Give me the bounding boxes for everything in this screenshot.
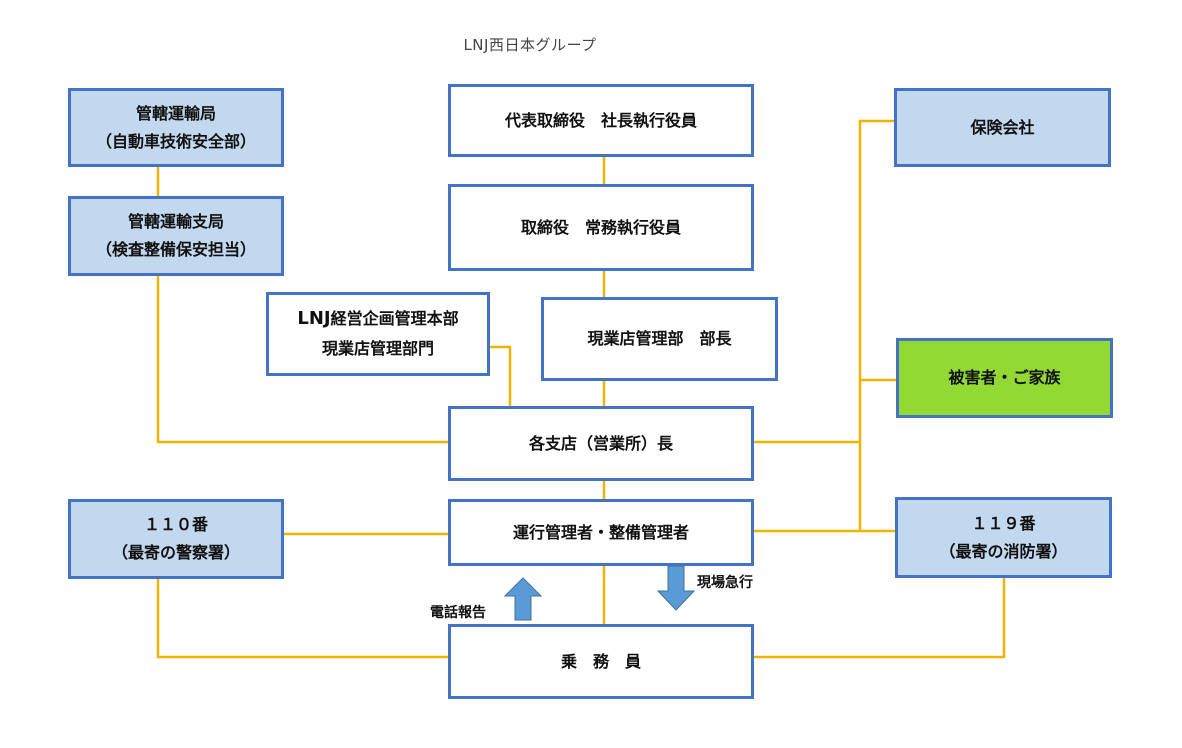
connector-branchoffice-branch (156, 275, 448, 444)
lnj-hq-line2: 現業店管理部門 (321, 339, 434, 358)
lnj-hq-box: LNJ経営企画管理本部 現業店管理部門 (266, 292, 490, 376)
connector-insurance-bus (858, 119, 895, 531)
director-label: 取締役 常務執行役員 (520, 217, 681, 237)
ceo-box: 代表取締役 社長執行役員 (448, 84, 754, 157)
insurance-label: 保険会社 (970, 117, 1035, 137)
fire-line1: １１９番 (971, 513, 1036, 533)
rush-label: 現場急行 (697, 575, 753, 591)
fire-box: １１９番 （最寄の消防署） (895, 497, 1112, 578)
fire-line2: （最寄の消防署） (939, 541, 1068, 561)
report-arrow-up (503, 577, 543, 621)
transport-branch-line1: 管轄運輸支局 (127, 212, 224, 231)
transport-branch-line2: （検査整備保安担当） (95, 240, 256, 259)
connector-hq-branch (489, 345, 512, 408)
insurance-box: 保険会社 (894, 88, 1111, 167)
ceo-label: 代表取締役 社長執行役員 (504, 110, 697, 130)
police-line2: （最寄の警察署） (111, 543, 240, 562)
lnj-hq-line1: LNJ経営企画管理本部 (297, 304, 458, 334)
connector-fire-crew (754, 577, 1006, 659)
crew-label: 乗 務 員 (560, 651, 641, 671)
director-box: 取締役 常務執行役員 (448, 184, 754, 271)
operations-box: 運行管理者・整備管理者 (448, 499, 754, 566)
transport-bureau-line1: 管轄運輸局 (135, 103, 216, 123)
police-box: １１０番 （最寄の警察署） (68, 499, 284, 579)
lnj-hq-name: 経営企画管理本部 (330, 309, 459, 328)
transport-branch-box: 管轄運輸支局 （検査整備保安担当） (68, 196, 284, 276)
page-title: LNJ西日本グループ (463, 36, 597, 54)
transport-bureau-line2: （自動車技術安全部） (95, 131, 256, 151)
victims-label: 被害者・ご家族 (948, 368, 1061, 387)
report-label: 電話報告 (430, 605, 486, 621)
operations-label: 運行管理者・整備管理者 (512, 522, 689, 542)
crew-box: 乗 務 員 (448, 624, 754, 699)
police-line1: １１０番 (143, 515, 208, 534)
branch-box: 各支店（営業所）長 (448, 406, 754, 481)
victims-box: 被害者・ご家族 (896, 338, 1113, 418)
lnj-hq-prefix: LNJ (297, 308, 331, 329)
transport-bureau-box: 管轄運輸局 （自動車技術安全部） (68, 88, 284, 167)
connector-police-crew (156, 578, 448, 659)
site-mgmt-head-label: 現業店管理部 部長 (587, 329, 732, 348)
rush-arrow-down (656, 565, 696, 611)
site-mgmt-head-box: 現業店管理部 部長 (541, 297, 778, 381)
branch-label: 各支店（営業所）長 (528, 433, 673, 453)
